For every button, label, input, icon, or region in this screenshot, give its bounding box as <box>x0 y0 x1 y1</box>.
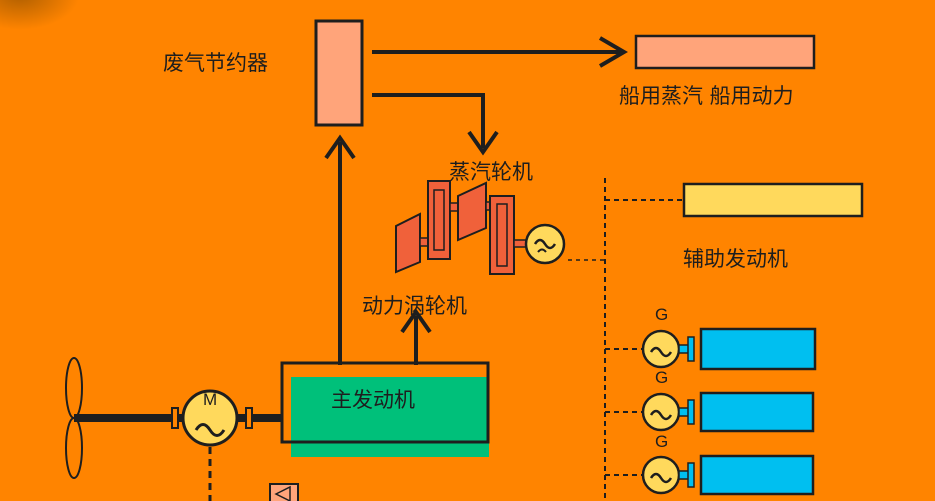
economizer-label: 废气节约器 <box>163 51 268 75</box>
gearbox-a-inner <box>433 189 445 251</box>
turbine-generator-icon[interactable] <box>524 223 566 265</box>
aux-engine-bar[interactable] <box>682 182 864 218</box>
main-engine-fill <box>291 377 489 457</box>
steam-output-bar[interactable] <box>634 34 816 70</box>
corner-shadow <box>0 0 80 30</box>
gearbox-b-inner <box>496 203 508 267</box>
power-turbine-cone <box>395 212 421 274</box>
gen-set-3[interactable] <box>605 454 815 496</box>
shaft-coupling-left <box>171 407 179 429</box>
gen-set-2[interactable] <box>605 391 815 433</box>
steam-flow-arrowhead <box>598 36 628 68</box>
gen-set-1[interactable] <box>605 327 817 371</box>
steam-turbine-cone <box>457 181 487 242</box>
shaft-coupling-right <box>245 407 253 429</box>
switch-icon <box>269 483 299 501</box>
propeller-icon <box>65 357 83 479</box>
generator-symbol-1: G <box>655 305 669 324</box>
shaft-segment-d <box>513 239 527 248</box>
steam-outputs-label: 船用蒸汽 船用动力 <box>619 84 794 108</box>
turbine-feed-line <box>372 93 485 148</box>
economizer-box[interactable] <box>314 19 364 127</box>
motor-icon[interactable] <box>181 389 239 447</box>
steam-turbine-label: 蒸汽轮机 <box>449 160 533 184</box>
main-engine-box[interactable] <box>280 361 490 444</box>
aux-engine-label: 辅助发动机 <box>683 247 788 271</box>
generator-symbol-3: G <box>655 432 669 451</box>
shaft-segment-b <box>449 202 459 212</box>
motor-symbol: M <box>203 390 218 409</box>
turbine-feed-arrowhead <box>467 130 499 156</box>
power-turbine-feed-arrowhead <box>400 308 432 334</box>
exhaust-arrowhead <box>324 134 356 160</box>
turbine-assembly[interactable] <box>395 180 527 275</box>
power-turbine-label: 动力涡轮机 <box>362 294 467 318</box>
main-engine-label: 主发动机 <box>331 388 415 412</box>
generator-symbol-2: G <box>655 368 669 387</box>
